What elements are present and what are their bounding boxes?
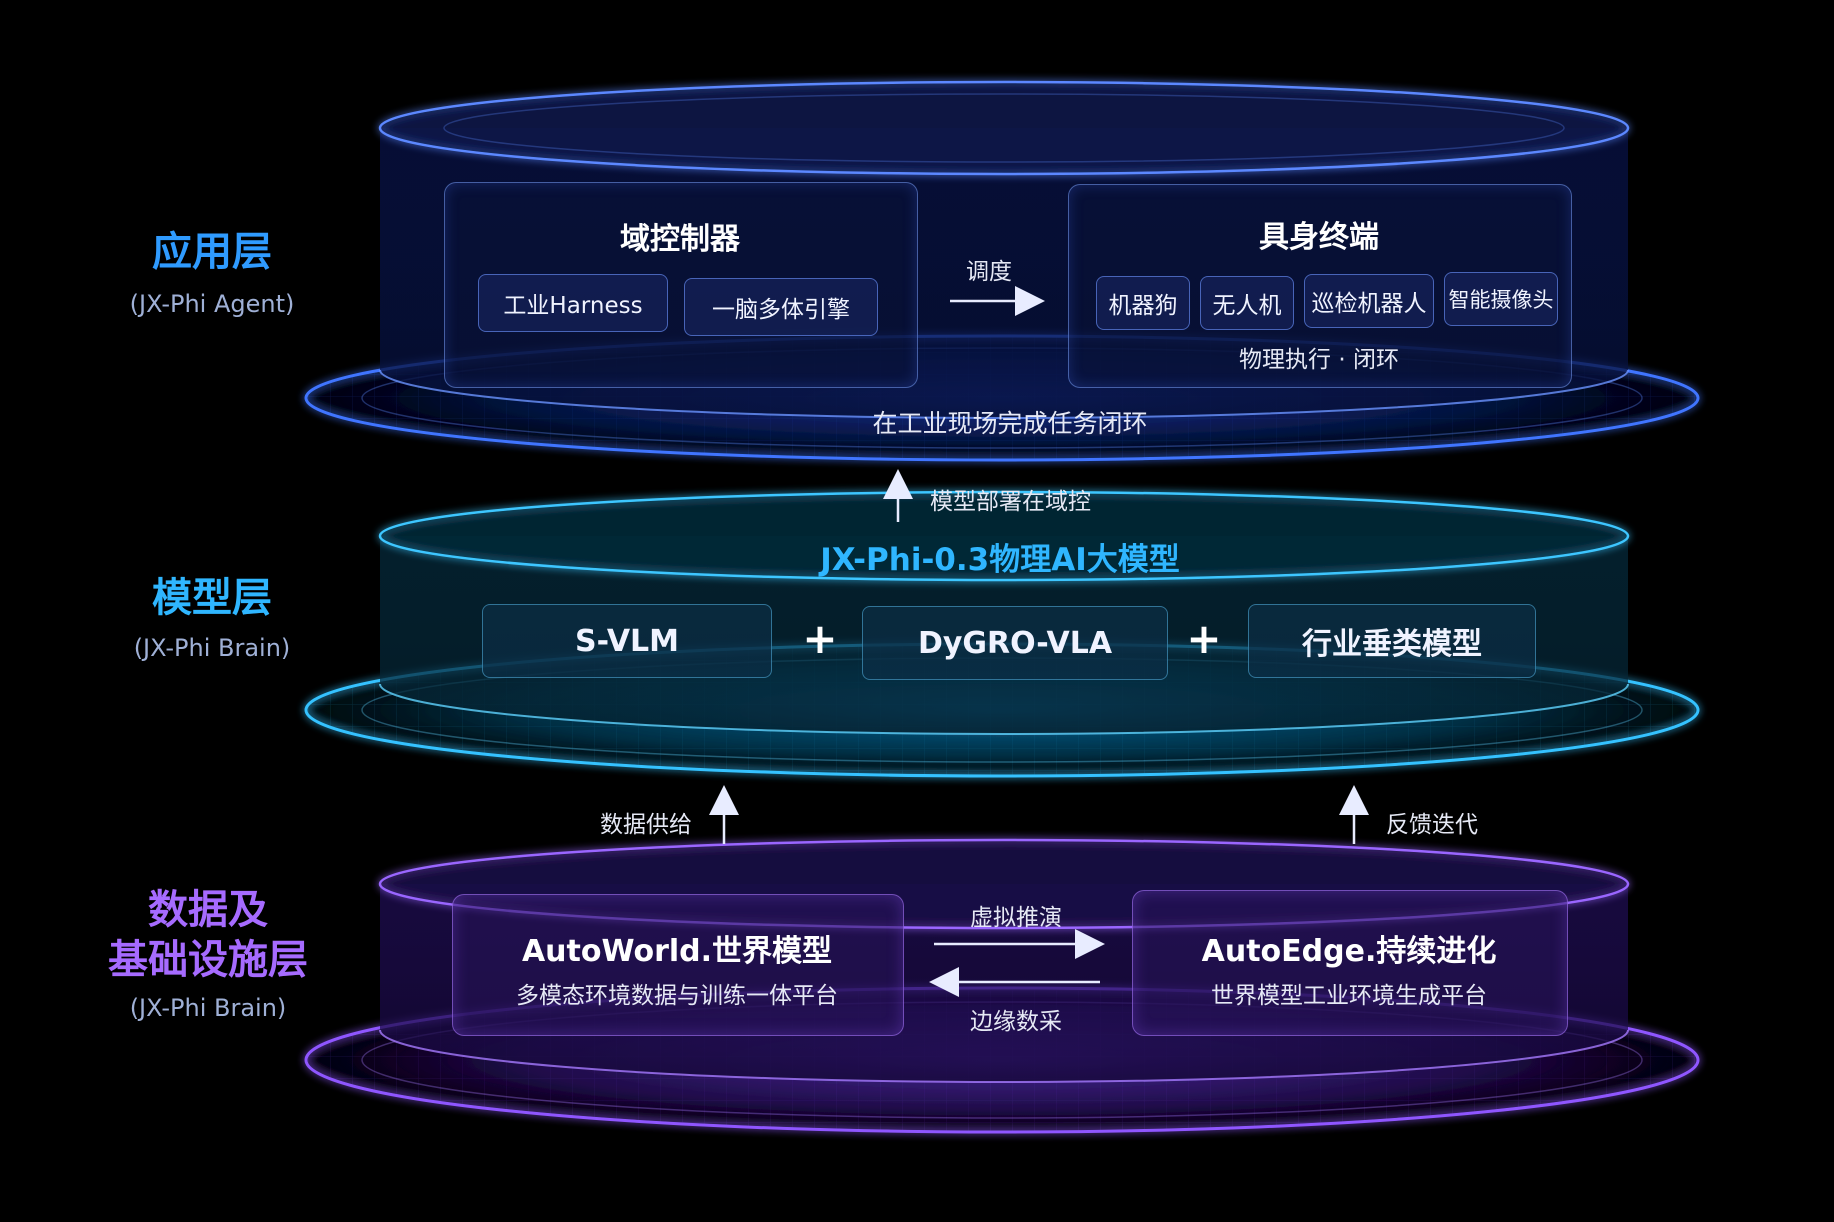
- chip-smart-camera: 智能摄像头: [1444, 272, 1558, 326]
- data-layer-title-line1: 数据及: [148, 887, 268, 933]
- autoworld-caption: 多模态环境数据与训练一体平台: [516, 983, 838, 1009]
- chip-dygro-vla: DyGRO-VLA: [862, 606, 1168, 680]
- chip-robot-dog: 机器狗: [1096, 276, 1190, 330]
- deploy-label: 模型部署在域控: [930, 489, 1091, 515]
- autoedge-panel: [1132, 890, 1568, 1036]
- dispatch-label: 调度: [966, 259, 1012, 285]
- data-layer-title-line2: 基础设施层: [108, 937, 308, 983]
- model-layer-subtitle: (JX-Phi Brain): [133, 634, 291, 662]
- chip-inspection-robot: 巡检机器人: [1304, 274, 1434, 328]
- model-layer-title: 模型层: [152, 575, 272, 621]
- chip-s-vlm: S-VLM: [482, 604, 772, 678]
- plus-sign-1: +: [802, 614, 838, 663]
- terminals-caption: 物理执行 · 闭环: [1239, 347, 1399, 373]
- autoworld-panel: [452, 894, 904, 1036]
- model-heading: JX-Phi-0.3物理AI大模型: [820, 542, 1180, 578]
- autoedge-heading: AutoEdge.持续进化: [1201, 934, 1497, 969]
- autoedge-caption: 世界模型工业环境生成平台: [1211, 983, 1487, 1009]
- plus-sign-2: +: [1186, 614, 1222, 663]
- chip-industry-vertical-model: 行业垂类模型: [1248, 604, 1536, 678]
- data-layer-subtitle: (JX-Phi Brain): [129, 994, 287, 1022]
- feedback-label: 反馈迭代: [1386, 812, 1478, 838]
- autoworld-heading: AutoWorld.世界模型: [521, 934, 833, 969]
- application-layer-title: 应用层: [152, 229, 272, 275]
- terminals-heading: 具身终端: [1259, 220, 1379, 255]
- application-bottom-caption: 在工业现场完成任务闭环: [872, 409, 1148, 438]
- chip-one-brain-engine: 一脑多体引擎: [684, 278, 878, 336]
- chip-industrial-harness: 工业Harness: [478, 274, 668, 332]
- backward-label: 边缘数采: [970, 1009, 1062, 1035]
- application-layer-subtitle: (JX-Phi Agent): [129, 290, 295, 318]
- domain-controller-heading: 域控制器: [620, 222, 740, 257]
- chip-drone: 无人机: [1200, 276, 1294, 330]
- data-supply-label: 数据供给: [600, 812, 692, 838]
- forward-label: 虚拟推演: [970, 905, 1062, 931]
